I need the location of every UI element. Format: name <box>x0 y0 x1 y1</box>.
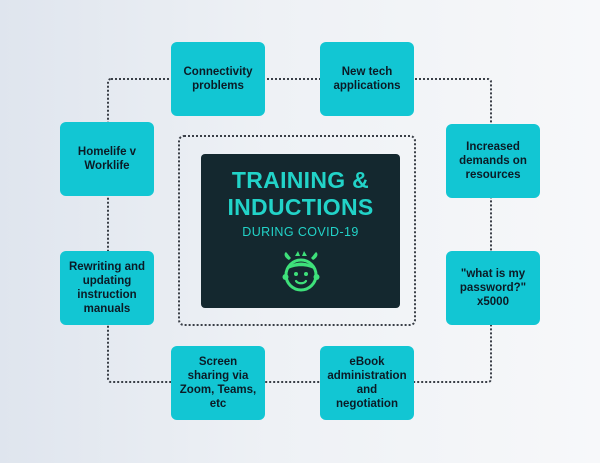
center-title-line2: INDUCTIONS <box>227 194 374 220</box>
box-connectivity: Connectivity problems <box>171 42 265 116</box>
box-password: "what is my password?" x5000 <box>446 251 540 325</box>
box-ebook: eBook administration and negotiation <box>320 346 414 420</box>
center-title-line1: TRAINING & <box>231 167 370 193</box>
dotted-loop <box>107 78 492 383</box>
box-demands: Increased demands on resources <box>446 124 540 198</box>
box-rewriting: Rewriting and updating instruction manua… <box>60 251 154 325</box>
box-new-tech: New tech applications <box>320 42 414 116</box>
kid-face-icon <box>282 251 320 292</box>
box-screen-sharing: Screen sharing via Zoom, Teams, etc <box>171 346 265 420</box>
center-title: TRAINING & INDUCTIONS <box>201 167 400 221</box>
center-subtitle: DURING COVID-19 <box>242 225 359 239</box>
box-homelife: Homelife v Worklife <box>60 122 154 196</box>
center-card: TRAINING & INDUCTIONS DURING COVID-19 <box>201 154 400 308</box>
dotted-frame <box>178 135 416 326</box>
